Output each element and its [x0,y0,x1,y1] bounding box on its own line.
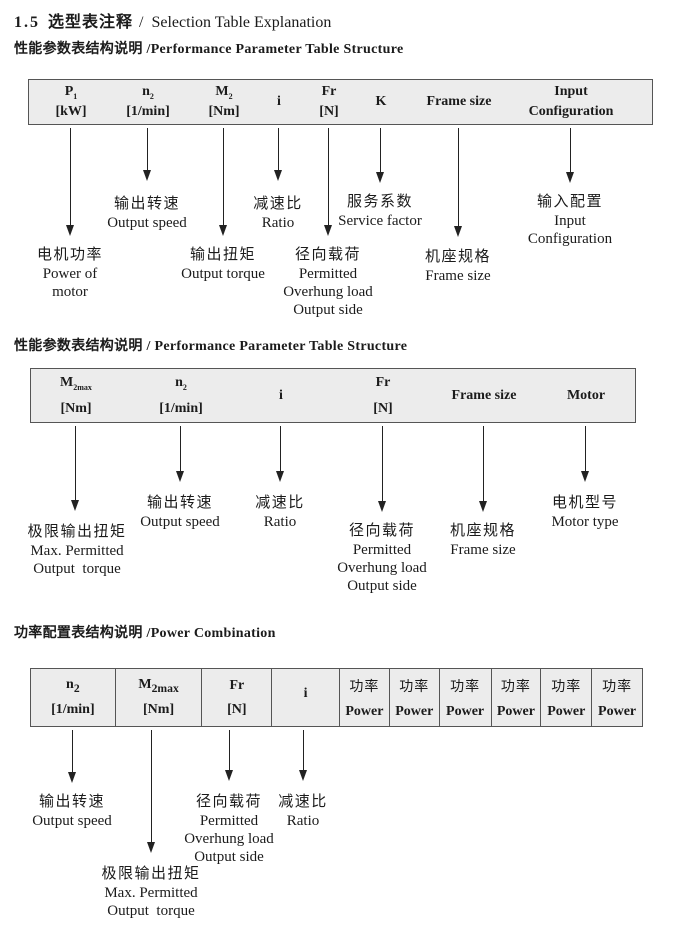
section2-heading: 性能参数表结构说明 / Performance Parameter Table … [14,339,408,354]
title-number: 1.5 [14,14,40,31]
table1-col-m2: M2[Nm] [208,84,240,119]
down-arrow [176,426,184,482]
down-arrow [71,426,79,511]
down-arrow [274,128,282,181]
table2-col-fr: Fr[N] [373,374,393,416]
table1-col-n2: n2[1/min] [126,84,170,119]
section1-heading: 性能参数表结构说明 /Performance Parameter Table S… [14,42,404,57]
down-arrow [581,426,589,482]
page-title: 1.5 选型表注释 / Selection Table Explanation [14,8,331,32]
section3-heading: 功率配置表结构说明 /Power Combination [14,626,276,641]
down-arrow [376,128,384,183]
table2-col-frame-size: Frame size [451,387,517,403]
table2-col-i: i [279,387,283,403]
table1-col-k: K [375,94,387,109]
table2-col-motor: Motor [566,387,606,403]
down-arrow [225,730,233,781]
table1-col-frame-size: Frame size [426,94,492,109]
performance-table-1: P1[kW] n2[1/min] M2[Nm] i Fr[N] K Frame … [28,79,653,125]
table3-col-i: i [272,669,340,726]
table3-col-m2max: M2max[Nm] [116,669,203,726]
down-arrow [324,128,332,236]
down-arrow [68,730,76,783]
down-arrow [219,128,227,236]
table2-col-n2: n2[1/min] [159,374,203,416]
title-chinese: 选型表注释 [48,14,134,31]
table1-col-p1: P1[kW] [55,84,87,119]
down-arrow [378,426,386,512]
title-english: Selection Table Explanation [151,14,332,31]
table3-col-fr: Fr[N] [202,669,273,726]
table1-col-fr: Fr[N] [319,84,339,119]
down-arrow [566,128,574,183]
down-arrow [143,128,151,181]
title-separator: / [139,14,144,31]
down-arrow [454,128,462,237]
down-arrow [276,426,284,482]
table1-col-i: i [277,94,281,109]
down-arrow [479,426,487,512]
performance-table-2: M2max[Nm] n2[1/min] i Fr[N] Frame size M… [30,368,636,423]
down-arrow [299,730,307,781]
down-arrow [66,128,74,236]
table2-col-m2max: M2max[Nm] [60,374,92,416]
table3-col-n2: n2[1/min] [31,669,116,726]
down-arrow [147,730,155,853]
